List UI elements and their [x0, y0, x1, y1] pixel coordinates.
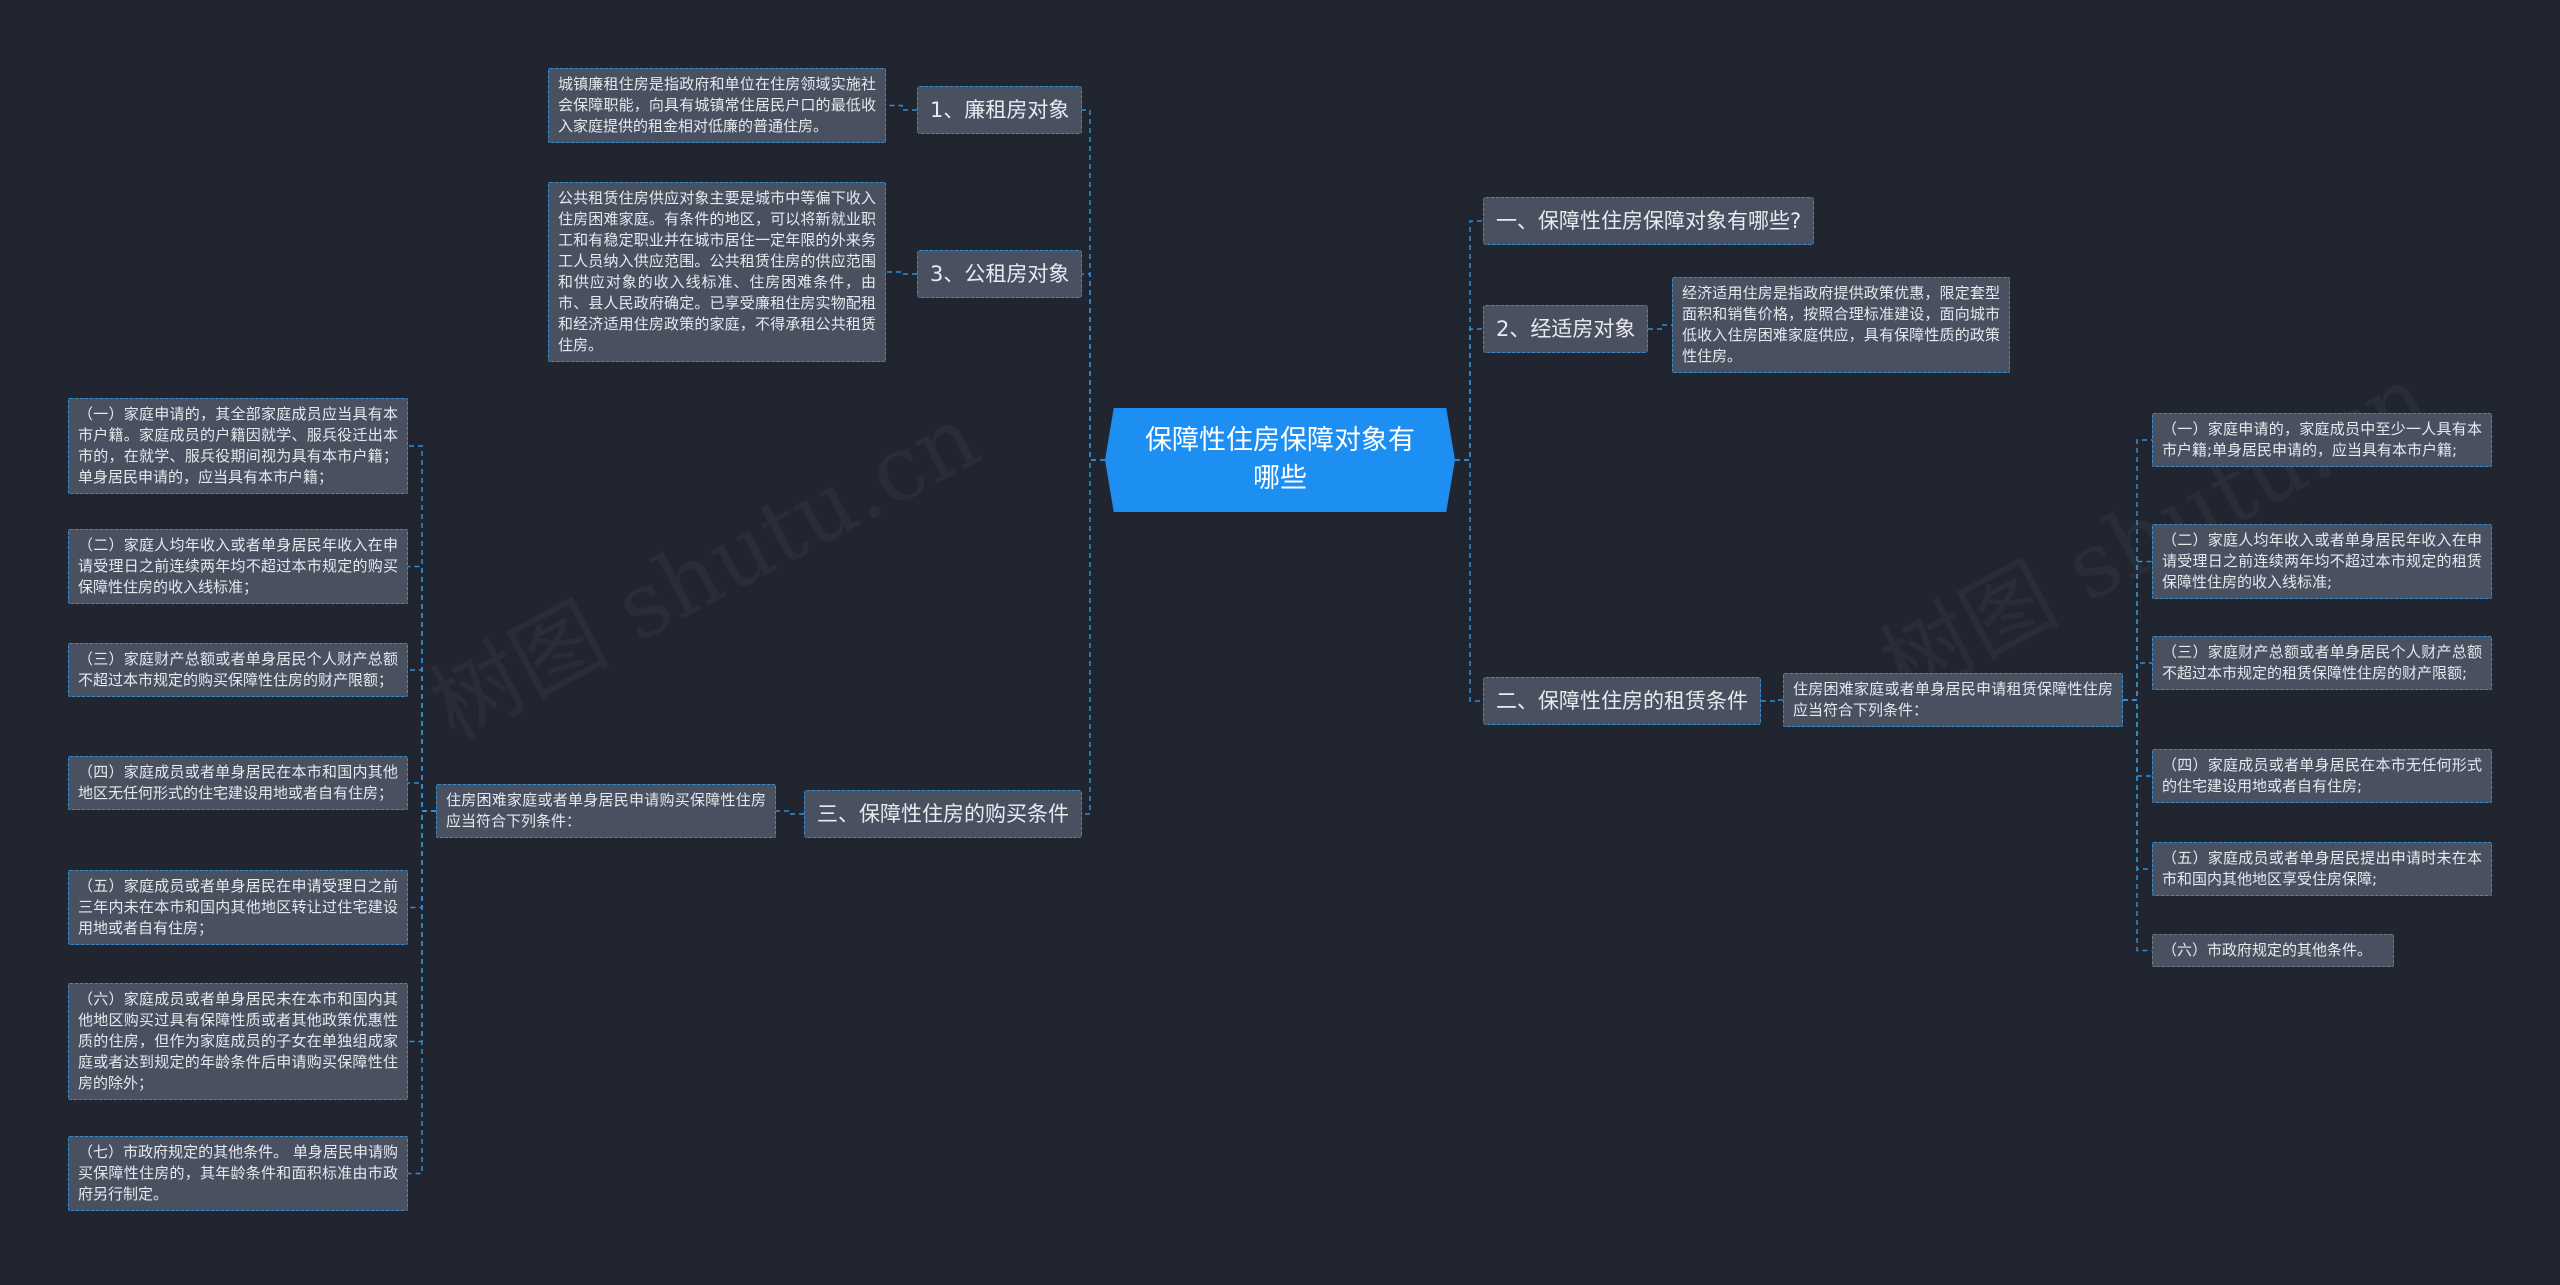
- connector: [1455, 328, 1483, 461]
- rent-condition-1: （一）家庭申请的，家庭成员中至少一人具有本市户籍;单身居民申请的，应当具有本市户…: [2152, 413, 2492, 467]
- purchase-condition-1: （一）家庭申请的，其全部家庭成员应当具有本市户籍。家庭成员的户籍因就学、服兵役迁…: [68, 398, 408, 494]
- root-topic[interactable]: 保障性住房保障对象有哪些: [1105, 408, 1455, 512]
- purchase-condition-6: （六）家庭成员或者单身居民未在本市和国内其他地区购买过具有保障性质或者其他政策优…: [68, 983, 408, 1100]
- purchase-condition-4: （四）家庭成员或者单身居民在本市和国内其他地区无任何形式的住宅建设用地或者自有住…: [68, 756, 408, 810]
- purchase-condition-5: （五）家庭成员或者单身居民在申请受理日之前三年内未在本市和国内其他地区转让过住宅…: [68, 870, 408, 945]
- branch-q1[interactable]: 一、保障性住房保障对象有哪些?: [1483, 197, 1815, 245]
- connector: [2123, 699, 2152, 777]
- connector: [886, 104, 917, 111]
- branch-gongzu-label: 3、公租房对象: [930, 262, 1070, 286]
- rent-condition-5: （五）家庭成员或者单身居民提出申请时未在本市和国内其他地区享受住房保障;: [2152, 842, 2492, 896]
- branch-jingshi-label: 2、经适房对象: [1496, 317, 1636, 341]
- rent-condition-4: （四）家庭成员或者单身居民在本市无任何形式的住宅建设用地或者自有住房;: [2152, 749, 2492, 803]
- connector: [408, 782, 436, 812]
- connector: [408, 445, 436, 812]
- connector: [2123, 560, 2152, 701]
- connector: [1761, 699, 1783, 702]
- connector: [1082, 109, 1105, 461]
- rent-condition-6: （六）市政府规定的其他条件。: [2152, 934, 2394, 967]
- connector: [408, 810, 436, 1175]
- connector: [1082, 273, 1105, 461]
- connector: [776, 810, 804, 815]
- branch-lianzu[interactable]: 1、廉租房对象: [917, 86, 1083, 134]
- leaf-gongzu-desc: 公共租赁住房供应对象主要是城市中等偏下收入住房困难家庭。有条件的地区，可以将新就…: [548, 182, 886, 362]
- purchase-condition-3: （三）家庭财产总额或者单身居民个人财产总额不超过本市规定的购买保障性住房的财产限…: [68, 643, 408, 697]
- branch-rent-label: 二、保障性住房的租赁条件: [1496, 689, 1748, 713]
- branch-jingshi[interactable]: 2、经适房对象: [1483, 305, 1649, 353]
- purchase-condition-7: （七）市政府规定的其他条件。 单身居民申请购买保障性住房的，其年龄条件和面积标准…: [68, 1136, 408, 1211]
- leaf-jingshi-desc: 经济适用住房是指政府提供政策优惠，限定套型面积和销售价格，按照合理标准建设，面向…: [1672, 277, 2010, 373]
- purchase-condition-2: （二）家庭人均年收入或者单身居民年收入在申请受理日之前连续两年均不超过本市规定的…: [68, 529, 408, 604]
- branch-lianzu-label: 1、廉租房对象: [930, 98, 1070, 122]
- connector: [408, 810, 436, 909]
- leaf-purchase-intro: 住房困难家庭或者单身居民申请购买保障性住房应当符合下列条件：: [436, 784, 776, 838]
- leaf-lianzu-desc: 城镇廉租住房是指政府和单位在住房领域实施社会保障职能，向具有城镇常住居民户口的最…: [548, 68, 886, 143]
- connector: [1455, 459, 1483, 702]
- connector: [2123, 662, 2152, 701]
- branch-purchase[interactable]: 三、保障性住房的购买条件: [804, 790, 1082, 838]
- rent-condition-2: （二）家庭人均年收入或者单身居民年收入在申请受理日之前连续两年均不超过本市规定的…: [2152, 524, 2492, 599]
- connector: [1082, 459, 1105, 815]
- connector: [408, 669, 436, 812]
- connector: [1648, 324, 1672, 330]
- branch-gongzu[interactable]: 3、公租房对象: [917, 250, 1083, 298]
- branch-q1-label: 一、保障性住房保障对象有哪些?: [1496, 209, 1802, 233]
- connector: [1455, 220, 1483, 461]
- rent-condition-3: （三）家庭财产总额或者单身居民个人财产总额不超过本市规定的租赁保障性住房的财产限…: [2152, 636, 2492, 690]
- connector: [886, 271, 917, 275]
- connector: [2123, 699, 2152, 952]
- root-topic-label: 保障性住房保障对象有哪些: [1145, 425, 1415, 494]
- branch-rent[interactable]: 二、保障性住房的租赁条件: [1483, 677, 1761, 725]
- connector: [2123, 699, 2152, 870]
- branch-purchase-label: 三、保障性住房的购买条件: [817, 802, 1069, 826]
- leaf-rent-intro: 住房困难家庭或者单身居民申请租赁保障性住房应当符合下列条件：: [1783, 673, 2123, 727]
